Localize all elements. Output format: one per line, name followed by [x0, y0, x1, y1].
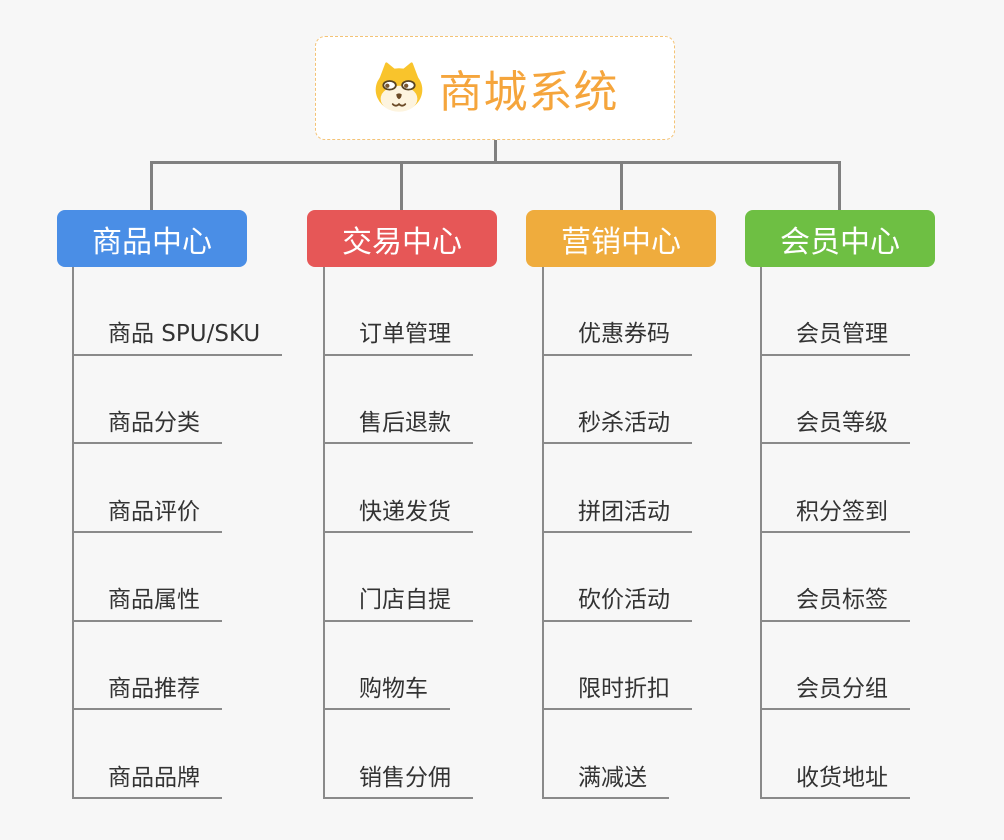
- child-topic: 积分签到: [762, 444, 910, 534]
- child-topic-label[interactable]: 订单管理: [325, 322, 473, 356]
- child-topic-label[interactable]: 商品品牌: [74, 765, 222, 800]
- child-topic: 购物车: [325, 622, 473, 711]
- child-topic: 优惠券码: [544, 267, 692, 356]
- child-topic-label[interactable]: 商品推荐: [74, 676, 222, 711]
- child-topic: 秒杀活动: [544, 356, 692, 445]
- child-topic-label[interactable]: 购物车: [325, 676, 450, 711]
- child-topic-label[interactable]: 门店自提: [325, 588, 473, 622]
- branch-node-marketing-center[interactable]: 营销中心: [526, 210, 716, 267]
- shiba-dog-icon: [372, 62, 426, 114]
- connector-drop-member-center: [838, 161, 841, 210]
- children-marketing-center: 优惠券码 秒杀活动 拼团活动 砍价活动 限时折扣 满减送: [542, 267, 692, 800]
- child-topic-label[interactable]: 会员等级: [762, 410, 910, 445]
- child-topic: 拼团活动: [544, 444, 692, 534]
- root-title: 商城系统: [438, 67, 619, 118]
- child-topic: 会员等级: [762, 356, 910, 445]
- connector-drop-trade-center: [400, 161, 403, 210]
- child-topic: 商品推荐: [74, 622, 282, 711]
- branch-node-trade-center[interactable]: 交易中心: [307, 210, 497, 267]
- child-topic-label[interactable]: 商品 SPU/SKU: [74, 322, 283, 356]
- child-topic-label[interactable]: 会员管理: [762, 322, 910, 356]
- child-topic-label[interactable]: 商品评价: [74, 499, 222, 534]
- child-topic-label[interactable]: 会员分组: [762, 676, 910, 711]
- children-product-center: 商品 SPU/SKU 商品分类 商品评价 商品属性 商品推荐 商品品牌: [72, 267, 283, 800]
- branch-label: 交易中心: [342, 224, 462, 260]
- child-topic: 满减送: [544, 710, 692, 800]
- child-topic: 商品 SPU/SKU: [74, 267, 283, 356]
- branch-node-member-center[interactable]: 会员中心: [745, 210, 935, 267]
- child-topic: 销售分佣: [325, 710, 473, 800]
- connector-root-stem: [494, 140, 497, 164]
- root-node[interactable]: 商城系统: [315, 36, 675, 140]
- child-topic-label[interactable]: 砍价活动: [544, 588, 692, 622]
- child-topic: 收货地址: [762, 710, 910, 800]
- connector-drop-marketing-center: [620, 161, 623, 210]
- child-topic-label[interactable]: 积分签到: [762, 499, 910, 534]
- child-topic-label[interactable]: 拼团活动: [544, 499, 692, 534]
- child-topic-label[interactable]: 快递发货: [325, 499, 473, 534]
- connector-horizontal-bar: [150, 161, 841, 164]
- children-member-center: 会员管理 会员等级 积分签到 会员标签 会员分组 收货地址: [760, 267, 910, 800]
- child-topic-label[interactable]: 收货地址: [762, 765, 910, 800]
- child-topic-label[interactable]: 售后退款: [325, 410, 473, 445]
- child-topic-label[interactable]: 销售分佣: [325, 765, 473, 800]
- child-topic: 会员标签: [762, 533, 910, 622]
- child-topic-label[interactable]: 满减送: [544, 765, 669, 800]
- child-topic-label[interactable]: 秒杀活动: [544, 410, 692, 445]
- child-topic-label[interactable]: 会员标签: [762, 588, 910, 622]
- child-topic: 会员管理: [762, 267, 910, 356]
- child-topic: 商品评价: [74, 444, 282, 534]
- children-trade-center: 订单管理 售后退款 快递发货 门店自提 购物车 销售分佣: [323, 267, 473, 800]
- branch-label: 商品中心: [92, 224, 212, 260]
- child-topic-label[interactable]: 商品属性: [74, 588, 222, 622]
- child-topic: 门店自提: [325, 533, 473, 622]
- child-topic: 订单管理: [325, 267, 473, 356]
- child-topic-label[interactable]: 限时折扣: [544, 676, 692, 711]
- connector-drop-product-center: [150, 161, 153, 210]
- child-topic-label[interactable]: 商品分类: [74, 410, 222, 445]
- child-topic: 商品属性: [74, 533, 282, 622]
- branch-label: 营销中心: [561, 224, 681, 260]
- child-topic: 售后退款: [325, 356, 473, 445]
- child-topic: 商品品牌: [74, 710, 282, 800]
- branch-label: 会员中心: [780, 224, 900, 260]
- child-topic: 砍价活动: [544, 533, 692, 622]
- child-topic: 快递发货: [325, 444, 473, 534]
- branch-node-product-center[interactable]: 商品中心: [57, 210, 247, 267]
- child-topic: 限时折扣: [544, 622, 692, 711]
- child-topic: 商品分类: [74, 356, 282, 445]
- child-topic: 会员分组: [762, 622, 910, 711]
- child-topic-label[interactable]: 优惠券码: [544, 322, 692, 356]
